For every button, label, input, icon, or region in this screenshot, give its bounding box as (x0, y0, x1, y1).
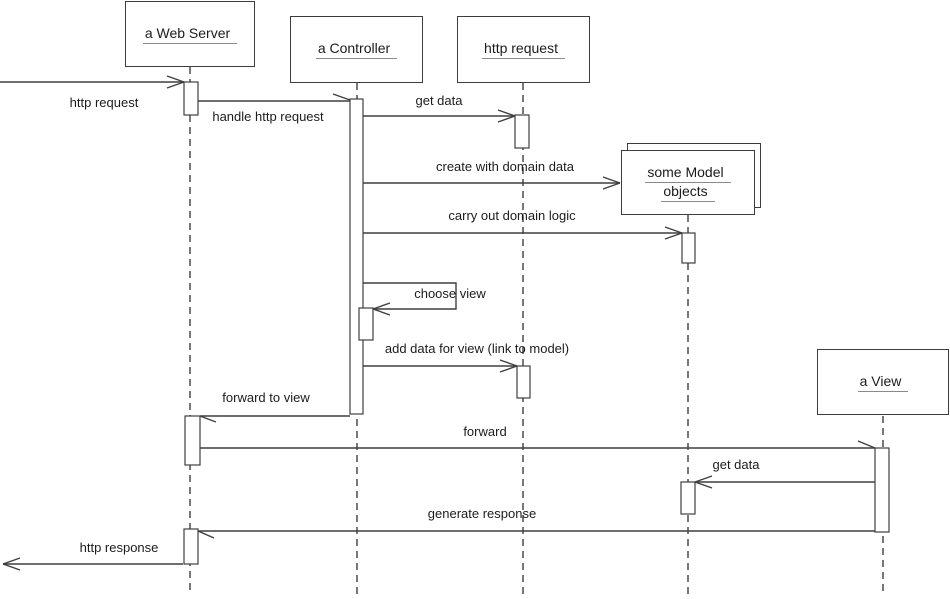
arrowhead-half-icon (332, 93, 351, 101)
message-line-choose-view (363, 282, 457, 316)
message-label-generate-response: generate response (427, 506, 537, 521)
object-box-model: some Model objects (621, 150, 755, 215)
message-line-create-with-domain-data (363, 176, 621, 190)
activation-model-1 (681, 232, 696, 264)
activation-controller (349, 98, 364, 415)
arrowhead-open-icon (2, 557, 21, 571)
activation-http-request-2 (516, 365, 531, 399)
message-label-choose-view: choose view (414, 286, 486, 301)
arrowhead-open-icon (602, 176, 621, 190)
message-line-forward-to-view (199, 415, 350, 423)
activation-web-server-1 (183, 81, 199, 116)
activation-web-server-3 (183, 528, 199, 565)
message-line-handle-http-request (198, 93, 351, 102)
object-label-controller: a Controller (315, 40, 398, 59)
message-label-get-data-1: get data (415, 93, 463, 108)
message-label-http-response: http response (79, 540, 159, 555)
arrowhead-open-icon (166, 75, 185, 89)
message-label-carry-out-domain-logic: carry out domain logic (448, 208, 576, 223)
message-line-http-response (2, 557, 183, 571)
message-line-add-data-for-view (363, 359, 518, 373)
message-line-get-data-1 (363, 109, 516, 123)
activation-http-request-1 (514, 114, 530, 149)
object-box-web-server: a Web Server (125, 1, 255, 67)
object-label-view: a View (857, 373, 909, 392)
message-line-carry-out-domain-logic (363, 226, 683, 240)
arrowhead-open-icon (694, 475, 713, 489)
message-label-http-request-in: http request (69, 95, 139, 110)
message-label-get-data-2: get data (712, 457, 760, 472)
object-box-view: a View (817, 349, 949, 415)
activation-web-server-2 (184, 415, 201, 466)
message-label-handle-http-request: handle http request (212, 109, 324, 124)
activation-controller-nested (358, 307, 374, 341)
arrowhead-half-icon (197, 530, 215, 539)
object-label-model-line2: objects (661, 183, 715, 202)
message-label-create-with-domain-data: create with domain data (435, 159, 575, 174)
object-label-http-request: http request (482, 40, 565, 59)
object-box-controller: a Controller (290, 16, 423, 83)
arrowhead-open-icon (499, 359, 518, 373)
arrowhead-open-icon (664, 226, 683, 240)
message-label-add-data-for-view: add data for view (link to model) (384, 341, 570, 356)
arrowhead-half-icon (199, 415, 217, 423)
object-label-web-server: a Web Server (142, 25, 238, 44)
message-line-get-data-2 (694, 475, 875, 489)
message-label-forward: forward (463, 424, 507, 439)
activation-model-2 (680, 481, 696, 515)
arrowhead-open-icon (497, 109, 516, 123)
message-line-forward (200, 440, 876, 449)
object-label-model-line1: some Model (645, 164, 731, 183)
arrowhead-half-icon (857, 440, 876, 449)
message-label-forward-to-view: forward to view (222, 390, 310, 405)
message-line-http-request-in (0, 75, 185, 89)
arrowhead-open-icon (372, 302, 391, 316)
object-box-http-request: http request (457, 16, 590, 83)
activation-view (874, 447, 890, 533)
message-line-generate-response (197, 530, 875, 539)
